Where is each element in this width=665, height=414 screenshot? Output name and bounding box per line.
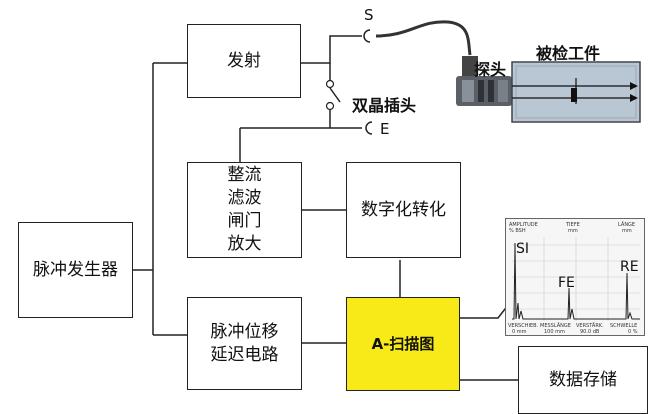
transmitter-block: 发射 [187, 24, 301, 98]
ascan-block: A-扫描图 [346, 297, 460, 391]
digitizer-label: 数字化转化 [361, 199, 446, 220]
scope-depth-label: TIEFE [566, 222, 580, 228]
dual-plug-label: 双晶插头 [352, 96, 417, 115]
scope-gain-label: VERSTÄRK. [576, 323, 604, 329]
ascan-display: AMPLITUDE % BSH TIEFE mm LÄNGE mm SI FE … [505, 218, 645, 336]
filter-label: 滤波 [227, 188, 262, 209]
scope-shift-label: VERSCHIEB. [508, 323, 539, 329]
ascan-trace [512, 237, 640, 321]
peak-si-label: SI [516, 241, 530, 257]
rectify-label: 整流 [227, 165, 262, 186]
delay-circuit-label: 延迟电路 [210, 344, 279, 365]
gate-label: 闸门 [227, 211, 262, 231]
probe-icon [456, 56, 512, 106]
scope-depth-unit: mm [568, 228, 578, 234]
workpiece-label: 被检工件 [536, 44, 601, 63]
scope-range-label: MESSLÄNGE [540, 323, 571, 329]
pulse-generator-label: 脉冲发生器 [33, 259, 118, 280]
peak-re-label: RE [620, 259, 639, 275]
data-storage-label: 数据存储 [549, 369, 617, 390]
pulse-delay-block: 脉冲位移 延迟电路 [187, 297, 302, 390]
scope-threshold-value: 0 % [628, 329, 638, 335]
transmitter-label: 发射 [227, 50, 261, 71]
scope-length-label: LÄNGE [618, 222, 636, 228]
scope-range-value: 100 mm [544, 329, 565, 335]
scope-gain-value: 90.0 dB [580, 329, 600, 335]
amplify-label: 放大 [227, 233, 262, 254]
scope-shift-value: 0 mm [512, 329, 527, 335]
s-connector-label: S [364, 6, 374, 24]
scope-length-unit: mm [622, 228, 632, 234]
scope-amplitude-unit: % BSH [509, 228, 526, 234]
scope-threshold-label: SCHWELLE [610, 323, 638, 329]
signal-processing-block: 整流 滤波 闸门 放大 [187, 162, 302, 258]
peak-fe-label: FE [558, 275, 575, 291]
scope-amplitude-label: AMPLITUDE [509, 222, 538, 228]
probe-label: 探头 [474, 60, 507, 79]
pulse-shift-label: 脉冲位移 [210, 321, 279, 342]
data-storage-block: 数据存储 [518, 346, 648, 414]
e-connector-label: E [380, 120, 390, 138]
workpiece-block [511, 61, 641, 123]
pulse-generator-block: 脉冲发生器 [18, 222, 133, 318]
ascan-label: A-扫描图 [371, 334, 435, 353]
digitizer-block: 数字化转化 [346, 162, 461, 258]
